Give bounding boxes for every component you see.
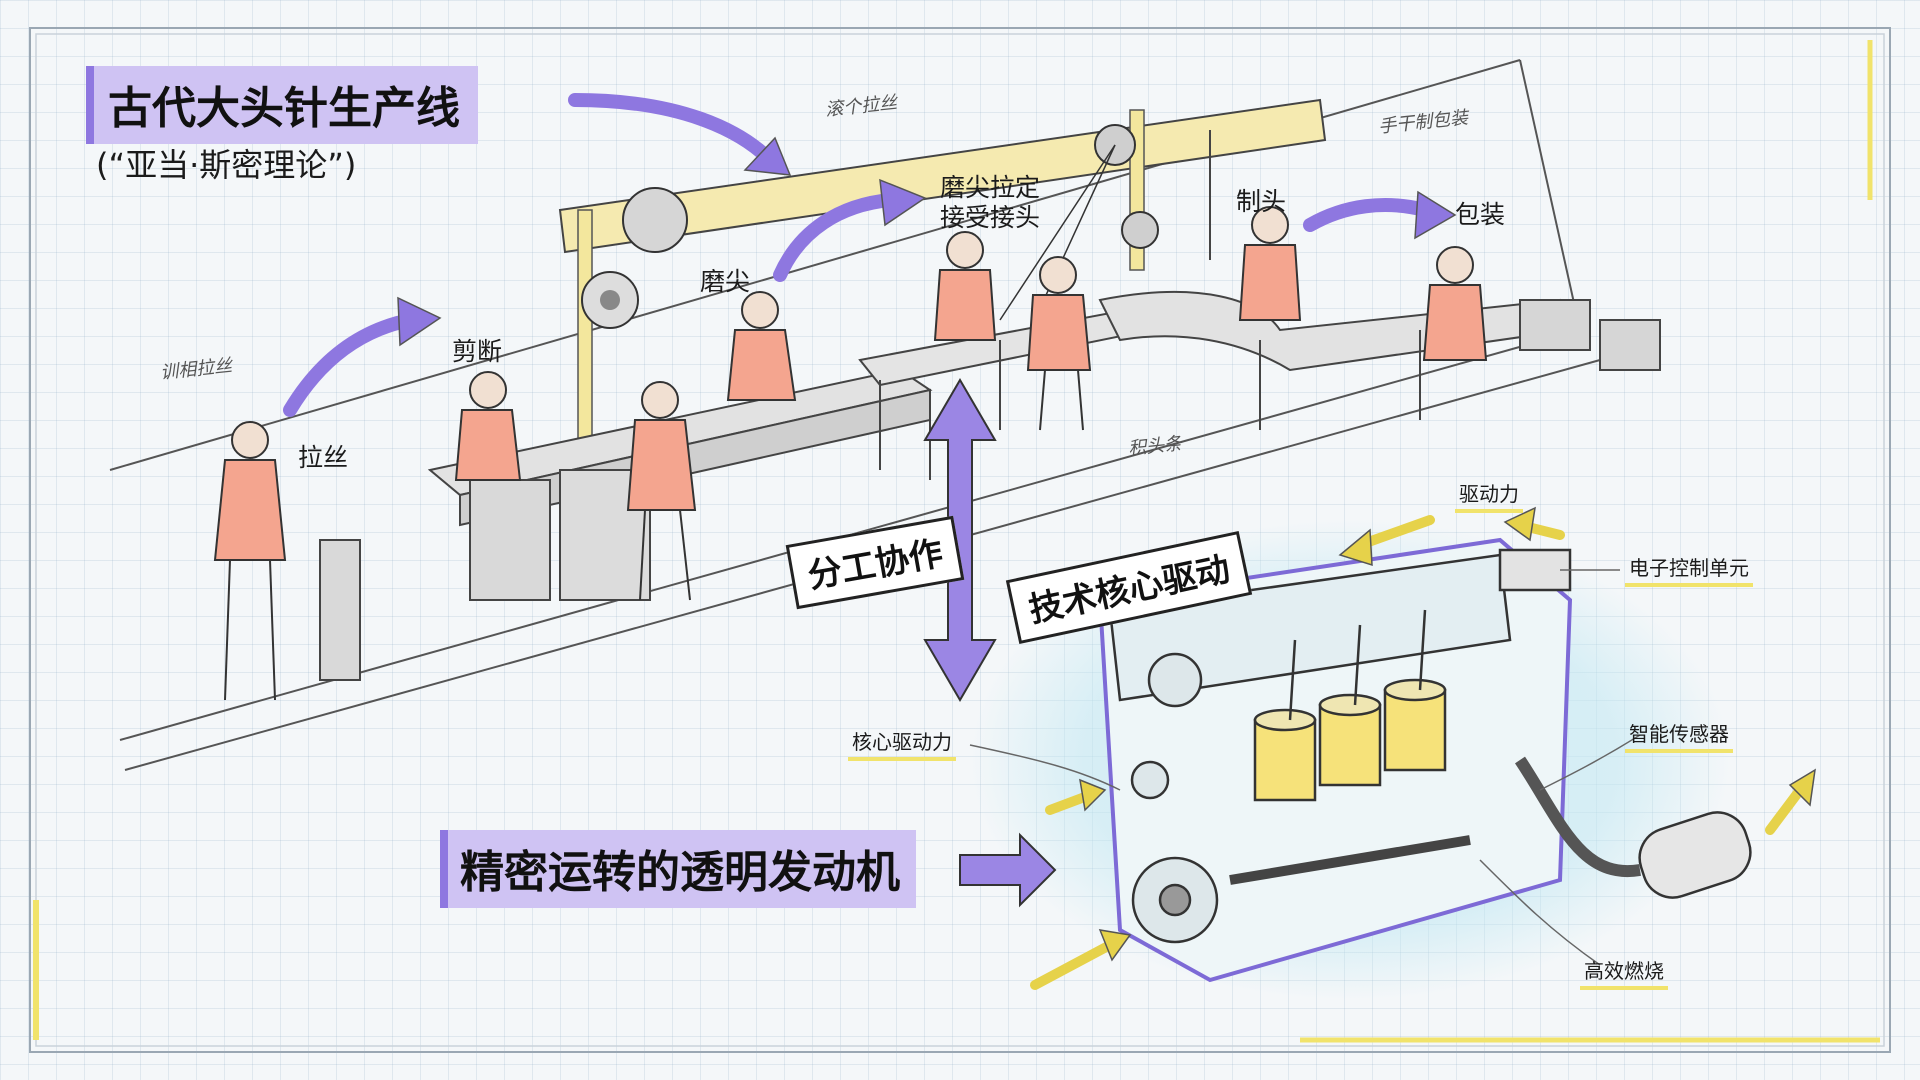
page-title: 古代大头针生产线: [86, 66, 478, 144]
step-grind-join-1: 磨尖拉定: [940, 173, 1041, 202]
engine-illustration: [1097, 537, 1752, 983]
worker-6: [1026, 256, 1092, 431]
callout-smart-sensor: 智能传感器: [1625, 718, 1733, 753]
worker-4: [726, 291, 797, 401]
engine-pointer-arrow: [959, 832, 1057, 908]
worker-7: [1238, 206, 1302, 321]
callout-drive-force: 驱动力: [1455, 478, 1523, 513]
step-grind-join-2: 接受接头: [940, 203, 1041, 232]
step-grind-tip: 磨尖: [700, 267, 751, 296]
workers: [213, 206, 1488, 701]
worker-3: [626, 381, 697, 601]
step-cut: 剪断: [452, 337, 503, 366]
step-draw-wire: 拉丝: [298, 443, 349, 472]
callout-combustion: 高效燃烧: [1580, 955, 1668, 990]
step-make-head: 制头: [1236, 187, 1287, 216]
worker-2: [454, 371, 522, 481]
arrow-heads: [397, 136, 1457, 347]
worker-5: [933, 231, 997, 341]
callout-leaders: [969, 569, 1641, 966]
callout-ecu: 电子控制单元: [1625, 552, 1753, 587]
yellow-arrows: [1030, 515, 1805, 990]
double-arrow-icon: [923, 378, 997, 702]
worker-8: [1422, 246, 1488, 361]
process-arrows: [283, 93, 1432, 417]
yellow-arrow-heads: [1079, 506, 1816, 962]
worker-1: [213, 421, 287, 701]
page-subtitle: (“亚当·斯密理论”): [96, 146, 357, 184]
callout-core-power: 核心驱动力: [848, 726, 956, 761]
engine-title: 精密运转的透明发动机: [440, 830, 916, 908]
step-package: 包装: [1455, 200, 1506, 229]
